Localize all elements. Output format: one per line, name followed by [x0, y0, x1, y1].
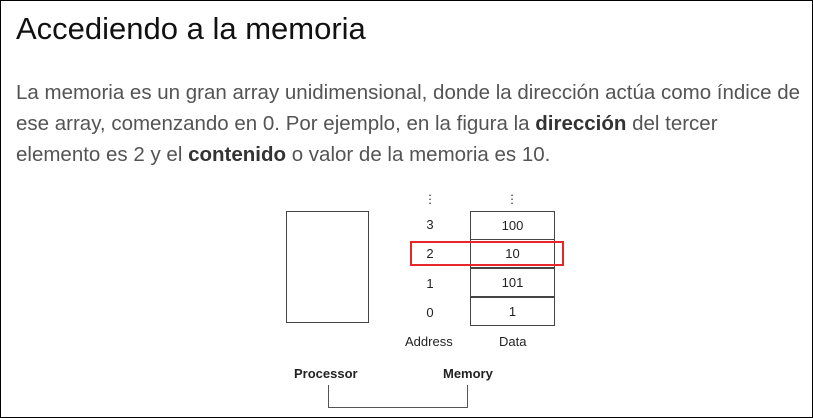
processor-box	[286, 211, 369, 323]
highlight-rectangle	[410, 241, 564, 266]
address-cell-2: 2	[426, 246, 434, 261]
bus-connector	[328, 385, 468, 408]
paragraph-bold-contenido: contenido	[188, 143, 287, 166]
address-cell-3: 3	[426, 217, 434, 232]
memory-label: Memory	[443, 366, 493, 381]
data-cell-1: 101	[470, 268, 555, 297]
address-column-label: Address	[405, 334, 453, 349]
data-cell-3: 100	[470, 211, 555, 240]
page-title: Accediendo a la memoria	[16, 11, 366, 46]
paragraph-bold-direccion: dirección	[535, 112, 627, 135]
data-column-label: Data	[499, 334, 527, 349]
body-paragraph: La memoria es un gran array unidimension…	[16, 77, 806, 170]
paragraph-text-1: La memoria es un gran array unidimension…	[16, 81, 801, 135]
data-ellipsis-icon: ···	[509, 187, 515, 210]
processor-label: Processor	[294, 366, 358, 381]
address-cell-0: 0	[426, 305, 434, 320]
address-cell-1: 1	[426, 276, 434, 291]
data-cell-2: 10	[470, 239, 555, 268]
paragraph-text-2: del tercer elemento es 2 y el	[16, 112, 718, 166]
data-cell-0: 1	[470, 297, 555, 326]
address-ellipsis-icon: ···	[427, 187, 433, 210]
paragraph-text-3: o valor de la memoria es 10.	[286, 143, 551, 166]
